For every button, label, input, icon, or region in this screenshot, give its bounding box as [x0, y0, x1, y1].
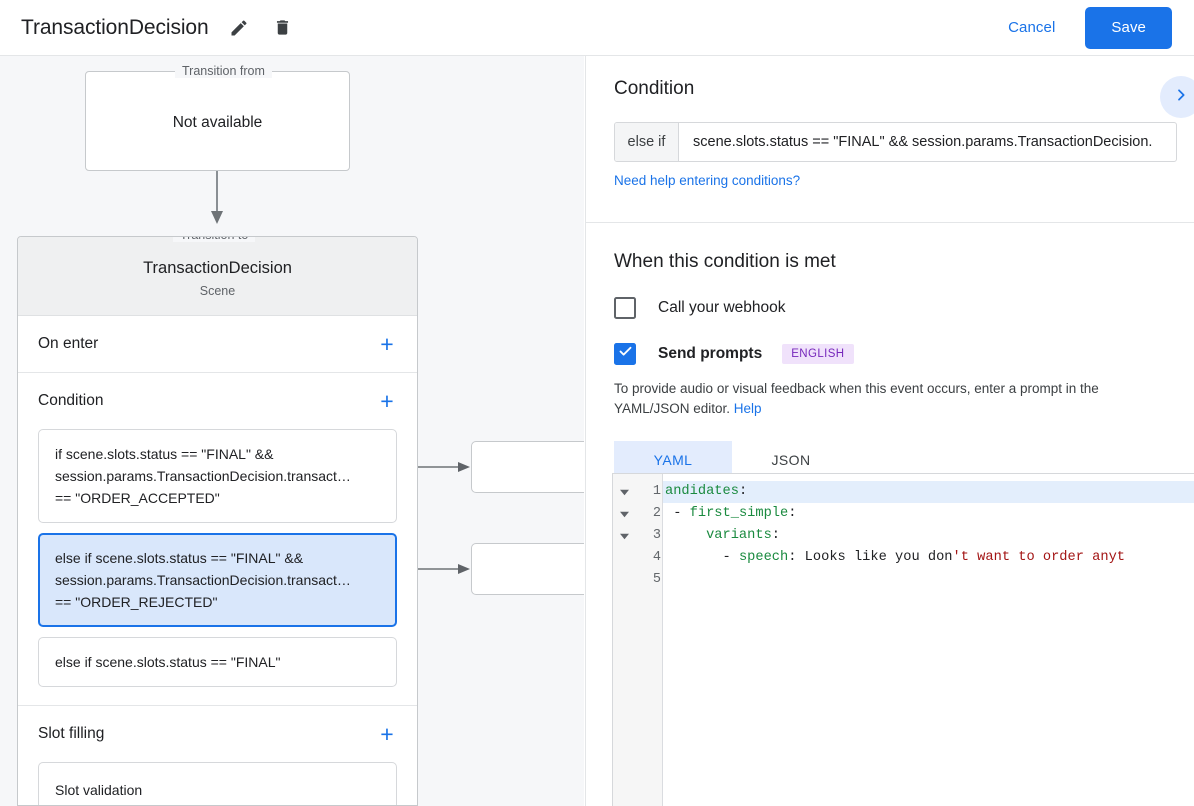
when-condition-met-section: When this condition is met Call your web… [586, 223, 1194, 507]
transition-to-legend: Transition to [173, 237, 256, 242]
section-slot-filling: Slot filling + Slot validation [18, 706, 417, 805]
condition-help-link[interactable]: Need help entering conditions? [614, 173, 801, 188]
fold-spacer [613, 547, 635, 569]
condition-expression-input[interactable] [679, 123, 1176, 161]
prompt-description: To provide audio or visual feedback when… [614, 379, 1167, 419]
language-badge: ENGLISH [782, 344, 854, 364]
condition-item[interactable]: if scene.slots.status == "FINAL" && sess… [38, 429, 397, 523]
condition-list: if scene.slots.status == "FINAL" && sess… [18, 429, 417, 705]
code-line[interactable]: - speech: Looks like you don't want to o… [663, 547, 1194, 569]
add-condition-button[interactable]: + [375, 389, 399, 413]
condition-prefix-label: else if [615, 123, 679, 161]
editor-format-tabs: YAML JSON [614, 441, 1167, 479]
send-prompts-label: Send prompts [658, 345, 763, 362]
send-prompts-checkbox[interactable] [614, 343, 636, 365]
code-token: variants [706, 528, 772, 543]
transition-to-card[interactable]: Transition to TransactionDecision Scene … [17, 236, 418, 806]
fold-toggle-icon[interactable] [613, 481, 635, 503]
section-title-slot-filling: Slot filling [38, 725, 105, 742]
trash-icon [273, 18, 292, 37]
chevron-right-icon [1173, 87, 1189, 108]
code-line[interactable]: - first_simple: [663, 503, 1194, 525]
section-title-condition: Condition [38, 392, 104, 409]
delete-button[interactable] [269, 14, 297, 42]
header-actions: Cancel Save [992, 6, 1194, 49]
code-token: : [788, 550, 805, 565]
transition-from-value: Not available [172, 114, 263, 131]
send-prompts-row: Send prompts ENGLISH [614, 343, 1167, 365]
line-number: 5 [652, 572, 661, 587]
cancel-button[interactable]: Cancel [992, 10, 1071, 45]
app-header: TransactionDecision Cancel Save [0, 0, 1194, 56]
code-token: 't want to order anyt [952, 550, 1126, 565]
section-condition: Condition + if scene.slots.status == "FI… [18, 373, 417, 706]
code-token: - [665, 506, 690, 521]
code-token: - [665, 550, 739, 565]
page-title: TransactionDecision [21, 15, 209, 39]
code-token: : [738, 484, 748, 499]
scene-subtitle: Scene [199, 284, 236, 298]
line-number: 2 [652, 506, 661, 521]
call-webhook-checkbox[interactable] [614, 297, 636, 319]
webhook-row: Call your webhook [614, 297, 1167, 319]
fold-gutter [613, 474, 635, 806]
code-token: Looks like you don [804, 550, 953, 565]
panel-divider [586, 222, 1194, 223]
section-on-enter: On enter + [18, 316, 417, 373]
scene-name: TransactionDecision [143, 259, 292, 277]
code-token: : [788, 506, 797, 521]
section-title-on-enter: On enter [38, 335, 99, 352]
add-on-enter-button[interactable]: + [375, 332, 399, 356]
condition-heading: Condition [614, 78, 695, 99]
when-condition-met-heading: When this condition is met [614, 251, 836, 272]
transition-from-legend: Transition from [175, 64, 272, 78]
code-content-area[interactable]: andidates: - first_simple: variants: - s… [663, 474, 1194, 806]
prompt-help-link[interactable]: Help [733, 401, 762, 416]
add-slot-filling-button[interactable]: + [375, 722, 399, 746]
fold-toggle-icon[interactable] [613, 503, 635, 525]
expand-panel-button[interactable] [1160, 76, 1194, 118]
scene-graph-canvas[interactable]: Transition from Not available Transition… [0, 56, 584, 806]
fold-toggle-icon[interactable] [613, 525, 635, 547]
line-number-gutter: 1 2 3 4 5 [635, 474, 663, 806]
tab-json[interactable]: JSON [732, 441, 850, 479]
code-token: speech [738, 550, 789, 565]
prompt-description-text: To provide audio or visual feedback when… [614, 381, 1099, 416]
edit-title-button[interactable] [225, 14, 253, 42]
transition-from-card[interactable]: Transition from Not available [85, 64, 350, 171]
call-webhook-label: Call your webhook [658, 299, 786, 316]
condition-input-row[interactable]: else if [614, 122, 1177, 162]
scene-header[interactable]: TransactionDecision Scene [18, 237, 417, 316]
code-line[interactable]: variants: [663, 525, 1194, 547]
transition-target-card[interactable] [471, 441, 584, 493]
slot-validation-item[interactable]: Slot validation [38, 762, 397, 805]
yaml-editor[interactable]: 1 2 3 4 5 andidates: - first_simple: variant… [612, 473, 1194, 806]
check-icon [618, 344, 633, 364]
line-number: 4 [652, 550, 661, 565]
code-token: : [771, 528, 781, 543]
fold-spacer [613, 569, 635, 591]
condition-item[interactable]: else if scene.slots.status == "FINAL" [38, 637, 397, 687]
transition-target-card[interactable] [471, 543, 584, 595]
code-line[interactable]: andidates: [663, 481, 1194, 503]
line-number: 1 [652, 484, 661, 499]
code-token: first_simple [689, 506, 789, 521]
code-token: andidates [665, 484, 739, 499]
condition-section: Condition else if Need help entering con… [586, 56, 1194, 222]
code-line[interactable] [663, 569, 1194, 591]
slot-filling-list: Slot validation [18, 762, 417, 805]
line-number: 3 [652, 528, 661, 543]
code-token [665, 528, 706, 543]
tab-yaml[interactable]: YAML [614, 441, 732, 479]
pencil-icon [229, 18, 249, 38]
condition-item[interactable]: else if scene.slots.status == "FINAL" &&… [38, 533, 397, 627]
save-button[interactable]: Save [1085, 6, 1172, 49]
